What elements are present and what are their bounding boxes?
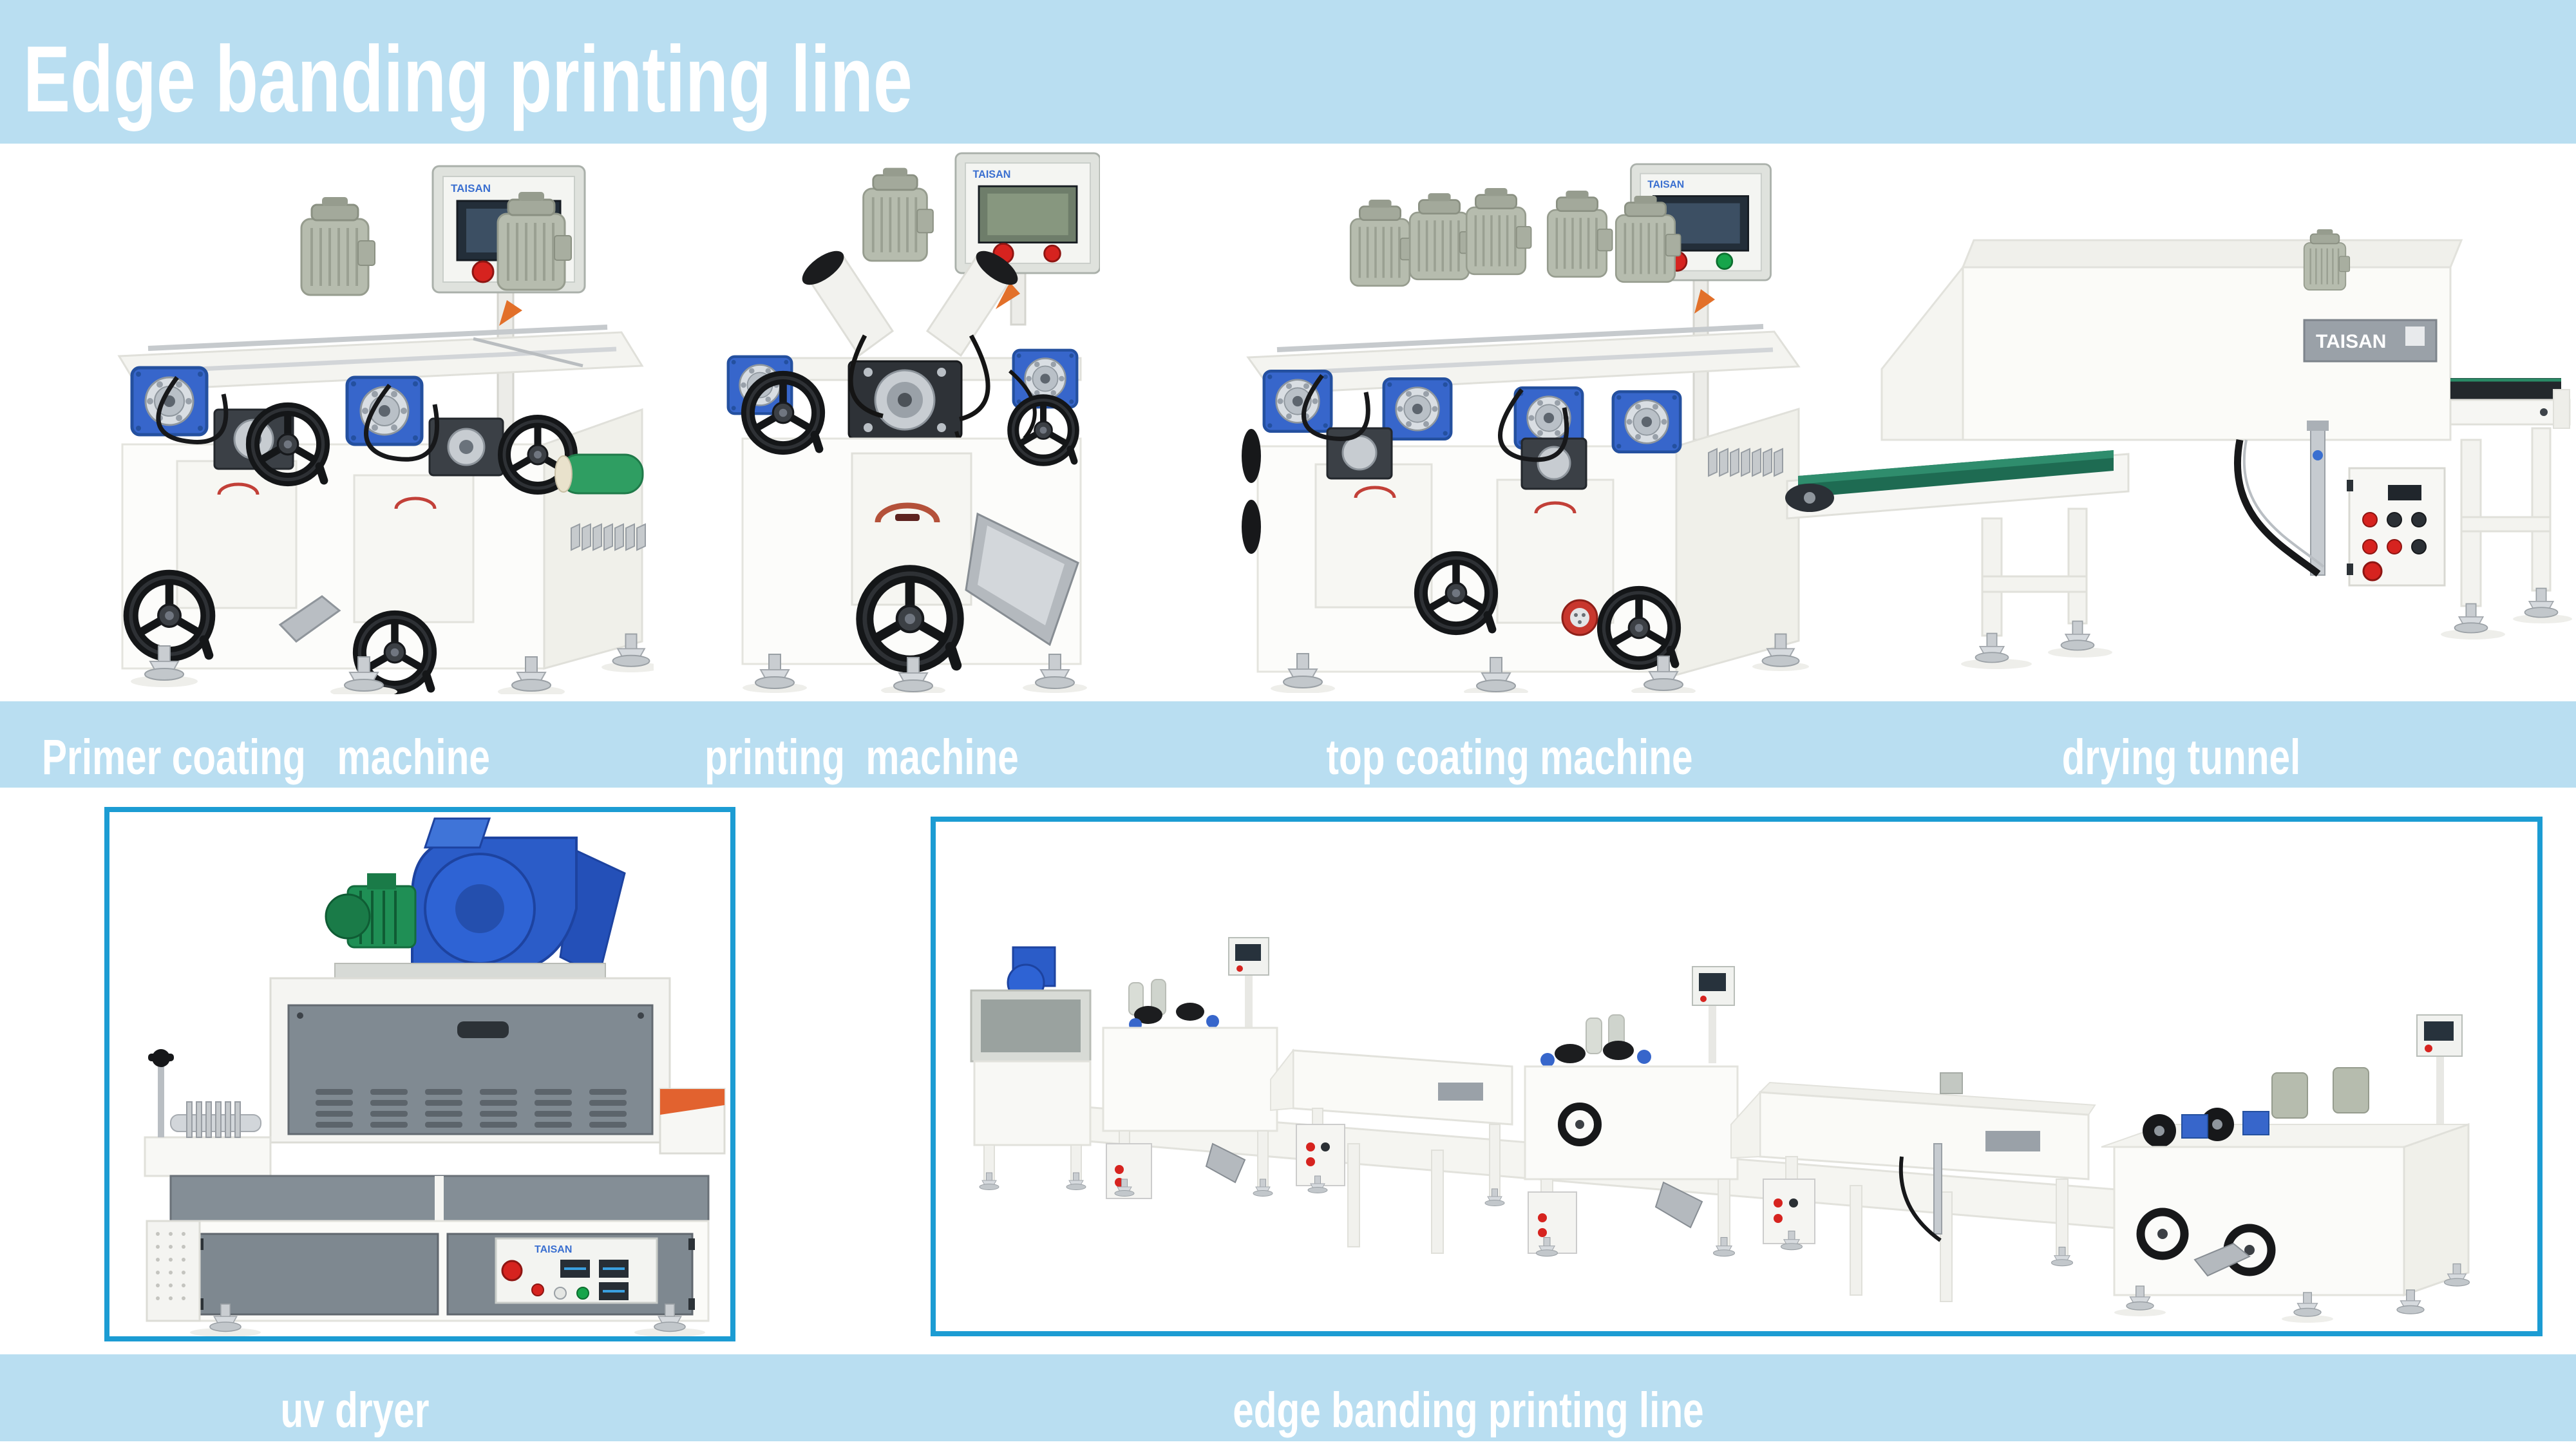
machine-cabinet (121, 408, 643, 670)
label-primer-coating-machine: Primer coating machine (42, 730, 490, 785)
start-button (576, 1287, 589, 1300)
perforated-tower (146, 1220, 201, 1322)
power-cable (2233, 439, 2321, 577)
printing-line-frame (931, 817, 2543, 1336)
printing-machine-photo (720, 152, 1100, 693)
base-cabinet: TAISAN (179, 1220, 710, 1322)
tunnel-station-1 (1270, 1048, 1513, 1206)
motor-icon (862, 166, 934, 262)
control-box (2347, 467, 2446, 587)
drying-tunnel-photo: TAISAN (1785, 228, 2572, 669)
svg-text:TAISAN: TAISAN (2316, 331, 2386, 352)
coating-station-3 (2101, 1014, 2470, 1323)
serrated-comb (571, 523, 646, 551)
brand-plate: TAISAN (2303, 319, 2438, 363)
blower-motor (325, 873, 417, 949)
motor-icon (2303, 228, 2351, 291)
emergency-stop-button (501, 1260, 523, 1282)
page-title: Edge banding printing line (23, 26, 913, 131)
uv-control-panel: TAISAN (495, 1237, 658, 1304)
coating-station-2 (1524, 966, 1739, 1257)
infeed-conveyor-belt (1785, 450, 2130, 520)
motor-icon (1408, 192, 1476, 281)
conveyor-legs (1347, 1143, 1953, 1302)
label-printing-machine: printing machine (705, 730, 1019, 785)
gearbox-icon (1384, 379, 1451, 439)
label-drying-tunnel: drying tunnel (2061, 730, 2301, 785)
label-edge-banding-printing-line: edge banding printing line (1233, 1383, 1704, 1438)
label-uv-dryer: uv dryer (280, 1383, 430, 1438)
gearbox-icon (1613, 392, 1680, 452)
tunnel-station-2 (1730, 1072, 2096, 1267)
hmi-panel-on-pole (954, 152, 1100, 326)
primer-coating-machine-photo (117, 165, 654, 694)
vents (316, 1089, 627, 1128)
bearing-block (848, 360, 963, 440)
gearbox-icon (347, 377, 422, 444)
uv-dryer-frame: TAISAN (104, 807, 735, 1341)
green-roller (554, 453, 644, 495)
label-top-coating-machine: top coating machine (1326, 730, 1693, 785)
handle (457, 1021, 509, 1038)
infeed-coater-deck (144, 1049, 272, 1177)
side-handwheel-icon (1242, 429, 1261, 483)
gearbox-icon (132, 368, 207, 435)
upper-chamber (269, 977, 671, 1144)
power-socket (1561, 599, 1598, 636)
blower (411, 817, 626, 978)
top-coating-machine-photo (1242, 163, 1809, 693)
outfeed-block (659, 1088, 726, 1155)
coating-station-1 (1102, 937, 1278, 1199)
uv-dryer-station (970, 946, 1092, 1190)
side-handwheel-icon (1242, 500, 1261, 554)
serrated-comb (1708, 448, 1783, 477)
outfeed-belt (2449, 378, 2571, 429)
svg-text:TAISAN: TAISAN (535, 1244, 572, 1255)
bottom-label-band: uv dryer edge banding printing line (0, 1354, 2576, 1441)
motor-icon (1546, 189, 1614, 278)
motor-icon (1465, 187, 1533, 276)
motor-icon (300, 196, 376, 296)
uv-dryer-photo: TAISAN (144, 817, 726, 1336)
edge-banding-printing-line-photo (970, 937, 2470, 1323)
motor-icon (1349, 198, 1417, 287)
top-label-band: Primer coating machine printing machine … (0, 701, 2576, 788)
header-band: Edge banding printing line (0, 0, 2576, 144)
